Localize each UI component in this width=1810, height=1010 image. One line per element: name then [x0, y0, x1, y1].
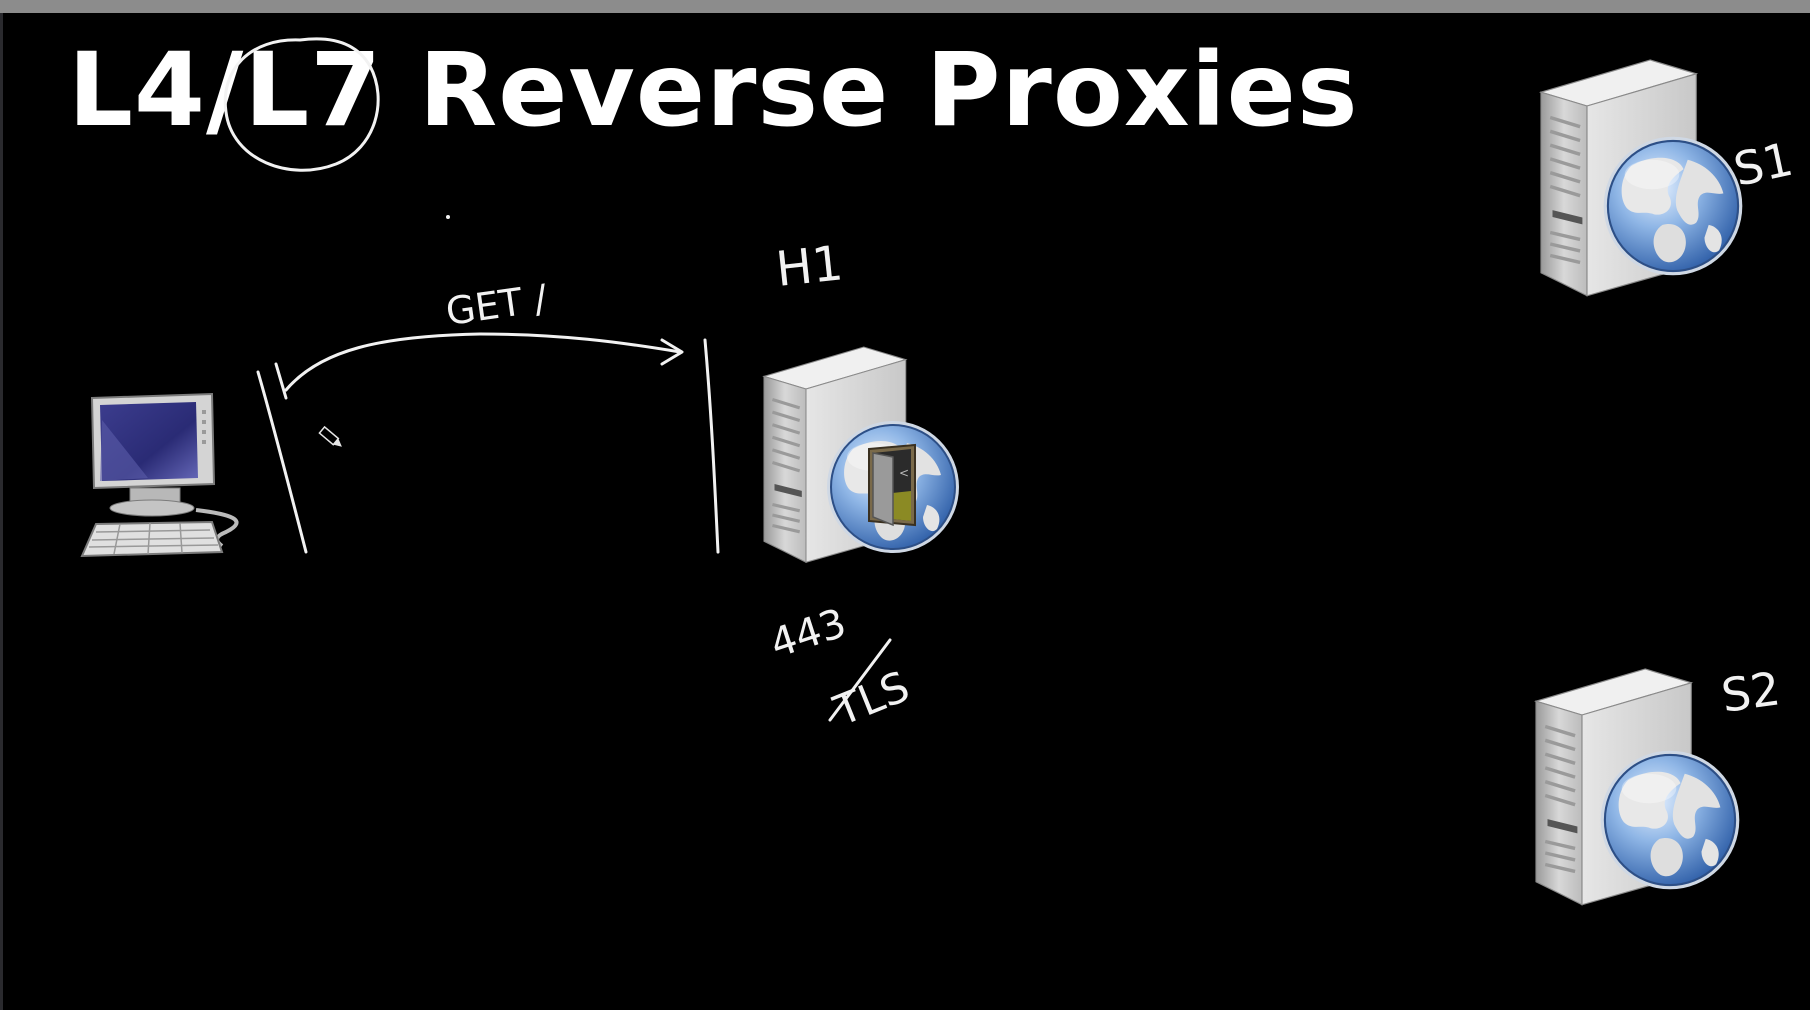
- window-left-edge: [0, 13, 3, 1010]
- port-protocol-divider: [828, 638, 892, 722]
- backend-server-2-icon[interactable]: [1534, 667, 1741, 907]
- request-arrow: [284, 332, 682, 392]
- client-boundary-line: [256, 370, 308, 554]
- proxy-boundary-line: [703, 338, 720, 554]
- title-l7-circle: [223, 37, 380, 172]
- proxy-label: H1: [773, 235, 845, 298]
- request-arrowhead: [660, 338, 684, 366]
- page-title: L4/L7 Reverse Proxies: [68, 31, 1359, 150]
- pencil-cursor-icon: [318, 425, 342, 447]
- server1-label: S1: [1729, 132, 1797, 197]
- proxy-server-icon[interactable]: <: [762, 345, 960, 564]
- backend-server-1-icon[interactable]: [1539, 58, 1744, 298]
- client-boundary-tick: [274, 362, 288, 400]
- window-top-bar: [0, 0, 1810, 13]
- stray-dot: [446, 215, 450, 219]
- protocol-label: TLS: [826, 661, 915, 735]
- request-label: GET /: [443, 276, 550, 334]
- port-label: 443: [765, 600, 852, 667]
- server2-label: S2: [1718, 661, 1783, 723]
- client-computer-icon[interactable]: [80, 392, 239, 558]
- svg-text:<: <: [899, 466, 909, 480]
